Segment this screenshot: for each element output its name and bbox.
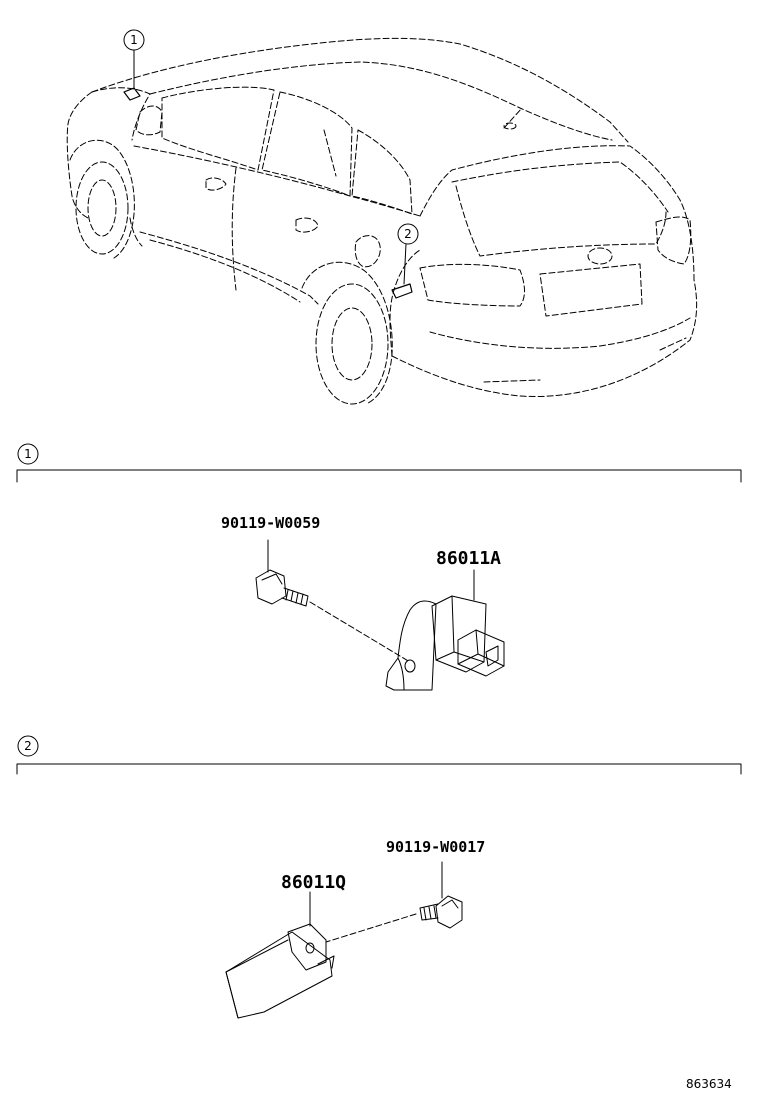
section-1-number: 1 — [24, 447, 32, 461]
callout-marker-2 — [397, 223, 419, 245]
section-2-sensor — [225, 891, 335, 1019]
diagram-reference-code: 863634 — [686, 1077, 732, 1091]
part-number-86011q: 86011Q — [281, 872, 347, 893]
part-number-90119-w0017: 90119-W0017 — [386, 838, 486, 856]
section-1-sensor-bracket — [385, 569, 505, 691]
section-2-number: 2 — [24, 739, 32, 753]
section-2-header — [16, 735, 742, 775]
section-1-header — [16, 443, 742, 483]
part-number-90119-w0059: 90119-W0059 — [221, 514, 321, 532]
section-1-bolt — [255, 539, 411, 663]
callout-label-2: 2 — [404, 227, 412, 241]
callout-marker-1 — [123, 29, 145, 51]
section-2-bolt — [325, 861, 463, 943]
part-number-86011a: 86011A — [436, 548, 502, 569]
vehicle-illustration — [66, 37, 698, 405]
callout-label-1: 1 — [130, 33, 138, 47]
